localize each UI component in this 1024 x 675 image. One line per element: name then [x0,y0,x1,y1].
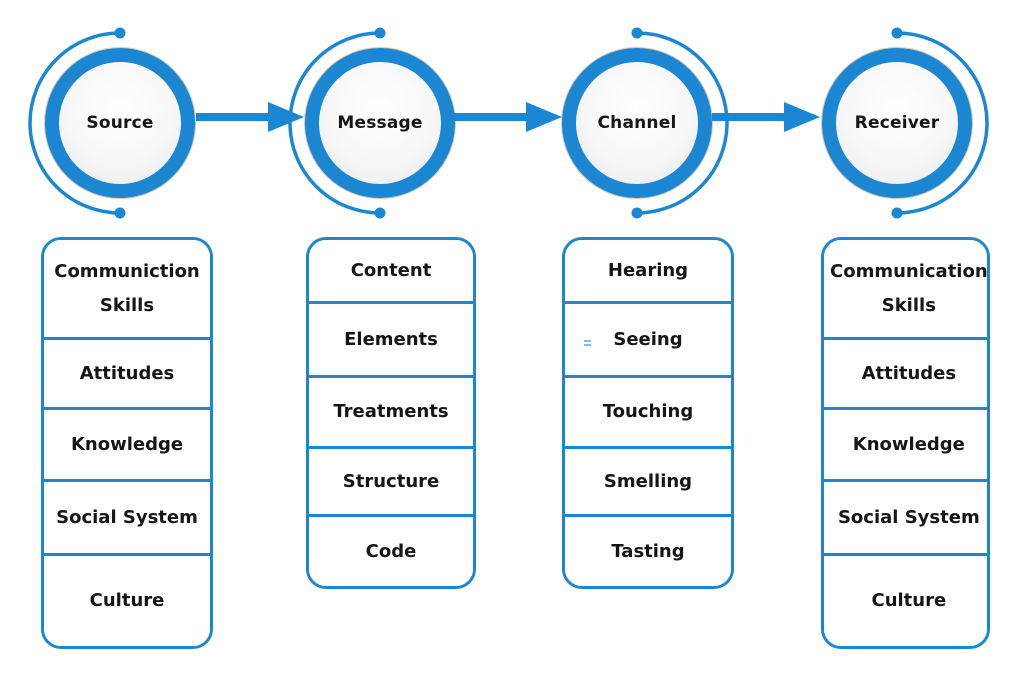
arc-endpoint-dot [631,207,643,219]
receiver-circle-graphic [821,27,989,219]
list-item: Knowledge [824,407,987,479]
list-item: Smelling [565,446,731,514]
list-item: Tasting [565,514,731,586]
list-item: Social System [44,479,210,553]
arc-decoration [288,31,381,215]
ring-circle [822,48,972,198]
list-item: Attitudes [44,337,210,407]
outer-hairline [561,47,713,199]
arrow-head [784,102,820,132]
source-attributes-list: Communiction Skills Attitudes Knowledge … [41,237,213,649]
list-item: Communication Skills [824,240,987,337]
list-item: Hearing [565,240,731,301]
node-message: Message [285,17,475,229]
list-item: Code [309,514,473,586]
arc-endpoint-dot [891,27,903,39]
outer-hairline [821,47,973,199]
arrow-head [526,102,562,132]
list-item: Knowledge [44,407,210,479]
arc-endpoint-dot [631,27,643,39]
list-item: Social System [824,479,987,553]
arc-decoration [896,31,989,215]
list-item: Attitudes [824,337,987,407]
source-circle-graphic [28,27,196,219]
node-receiver: Receiver [802,17,992,229]
list-item: Seeing [565,301,731,375]
ring-circle [45,48,195,198]
arc-endpoint-dot [374,207,386,219]
arrow-source-to-message [196,102,304,132]
list-item: Structure [309,446,473,514]
list-item: Content [309,240,473,301]
list-item: Elements [309,301,473,375]
message-attributes-list: Content Elements Treatments Structure Co… [306,237,476,589]
arrow-stem [454,113,530,121]
arrow-stem [712,113,788,121]
outer-hairline [44,47,196,199]
arc-endpoint-dot [114,27,126,39]
channel-attributes-list: Hearing Seeing Touching Smelling Tasting [562,237,734,589]
node-source: Source [25,17,215,229]
arc-endpoint-dot [891,207,903,219]
arrow-channel-to-receiver [712,102,820,132]
arrow-head [268,102,304,132]
node-channel: Channel [542,17,732,229]
arrow-stem [196,113,272,121]
ring-circle [305,48,455,198]
arc-endpoint-dot [114,207,126,219]
list-item: Culture [44,553,210,646]
outer-hairline [304,47,456,199]
message-circle-graphic [288,27,456,219]
receiver-attributes-list: Communication Skills Attitudes Knowledge… [821,237,990,649]
channel-circle-graphic [561,27,729,219]
arc-endpoint-dot [374,27,386,39]
arrow-message-to-channel [454,102,562,132]
list-item: Touching [565,375,731,446]
stray-ink-mark [584,340,591,342]
ring-circle [562,48,712,198]
list-item: Communiction Skills [44,240,210,337]
arc-decoration [636,31,729,215]
list-item: Treatments [309,375,473,446]
arc-decoration [28,31,121,215]
list-item: Culture [824,553,987,646]
